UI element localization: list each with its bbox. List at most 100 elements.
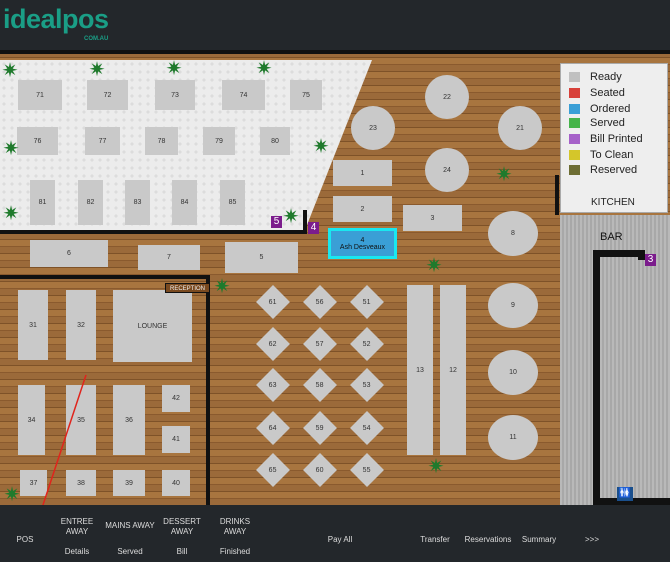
table-9[interactable]: 9 <box>488 283 538 328</box>
table-7[interactable]: 7 <box>138 245 200 270</box>
table-39[interactable]: 39 <box>113 470 145 496</box>
table-label: 83 <box>133 199 142 206</box>
table-label: 53 <box>363 381 371 389</box>
pos-button[interactable]: POS <box>16 535 34 544</box>
table-62[interactable]: 62 <box>256 327 290 361</box>
table-label: 35 <box>77 416 85 424</box>
table-72[interactable]: 72 <box>87 80 128 110</box>
table-32[interactable]: 32 <box>66 290 96 360</box>
table-5[interactable]: 5 <box>225 242 298 273</box>
table-75[interactable]: 75 <box>290 80 322 110</box>
table-label: 80 <box>271 137 279 145</box>
table-74[interactable]: 74 <box>222 80 265 110</box>
more-button[interactable]: >>> <box>584 535 599 544</box>
dessert-away-button[interactable]: DESSERT AWAY <box>163 517 201 536</box>
table-84[interactable]: 84 <box>172 180 197 225</box>
table-label: 37 <box>29 479 38 487</box>
table-76[interactable]: 76 <box>17 127 58 155</box>
table-78[interactable]: 78 <box>145 127 178 155</box>
table-label: 1 <box>360 169 365 177</box>
table-83[interactable]: 83 <box>125 180 150 225</box>
table-31[interactable]: 31 <box>18 290 48 360</box>
table-73[interactable]: 73 <box>155 80 195 110</box>
table-label: 84 <box>180 199 189 206</box>
table-57[interactable]: 57 <box>303 327 337 361</box>
table-52[interactable]: 52 <box>350 327 384 361</box>
legend-seated: Seated <box>569 87 625 99</box>
table-label: 5 <box>259 254 264 261</box>
swatch <box>569 165 580 175</box>
legend-served: Served <box>569 117 625 129</box>
table-36[interactable]: 36 <box>113 385 145 455</box>
table-38[interactable]: 38 <box>66 470 96 496</box>
swatch <box>569 104 580 114</box>
table-1[interactable]: 1 <box>333 160 392 186</box>
table-41[interactable]: 41 <box>162 426 190 453</box>
table-label: 23 <box>369 124 377 132</box>
table-label: 21 <box>516 124 524 132</box>
pay-all-button[interactable]: Pay All <box>327 535 353 544</box>
table-label: 4 <box>360 236 365 244</box>
table-2[interactable]: 2 <box>333 196 392 222</box>
table-77[interactable]: 77 <box>85 127 120 155</box>
table-24[interactable]: 24 <box>425 148 469 192</box>
table-label: 81 <box>38 199 47 206</box>
mains-away-button[interactable]: MAINS AWAY <box>105 521 155 530</box>
table-23[interactable]: 23 <box>351 106 395 150</box>
reservations-button[interactable]: Reservations <box>464 535 512 544</box>
table-label: 39 <box>125 479 133 487</box>
table-12[interactable]: 12 <box>440 285 466 455</box>
table-53[interactable]: 53 <box>350 368 384 402</box>
table-64[interactable]: 64 <box>256 411 290 445</box>
table-85[interactable]: 85 <box>220 180 245 225</box>
table-81[interactable]: 81 <box>30 180 55 225</box>
table-80[interactable]: 80 <box>260 127 290 155</box>
table-label: 51 <box>363 298 371 306</box>
table-label: 75 <box>302 91 310 99</box>
plant-icon: ✷ <box>255 58 273 80</box>
table-42[interactable]: 42 <box>162 385 190 412</box>
table-59[interactable]: 59 <box>303 411 337 445</box>
table-8[interactable]: 8 <box>488 211 538 256</box>
table-65[interactable]: 65 <box>256 453 290 487</box>
bar-counter <box>638 250 645 260</box>
table-37[interactable]: 37 <box>20 470 47 496</box>
summary-button[interactable]: Summary <box>521 535 557 544</box>
table-61[interactable]: 61 <box>256 285 290 319</box>
entree-away-button[interactable]: ENTREE AWAY <box>60 517 94 536</box>
table-3[interactable]: 3 <box>403 205 462 231</box>
table-lounge[interactable]: LOUNGE <box>113 290 192 362</box>
table-13[interactable]: 13 <box>407 285 433 455</box>
plant-icon: ✷ <box>2 138 20 160</box>
table-21[interactable]: 21 <box>498 106 542 150</box>
table-54[interactable]: 54 <box>350 411 384 445</box>
drinks-away-button[interactable]: DRINKS AWAY <box>219 517 251 536</box>
table-51[interactable]: 51 <box>350 285 384 319</box>
table-82[interactable]: 82 <box>78 180 103 225</box>
table-79[interactable]: 79 <box>203 127 235 155</box>
table-56[interactable]: 56 <box>303 285 337 319</box>
section-badge-4: 4 <box>308 222 319 234</box>
table-63[interactable]: 63 <box>256 368 290 402</box>
table-10[interactable]: 10 <box>488 350 538 395</box>
table-22[interactable]: 22 <box>425 75 469 119</box>
served-button[interactable]: Served <box>117 547 143 556</box>
bill-button[interactable]: Bill <box>176 547 188 556</box>
table-60[interactable]: 60 <box>303 453 337 487</box>
table-6[interactable]: 6 <box>30 240 108 267</box>
table-34[interactable]: 34 <box>18 385 45 455</box>
table-label: 13 <box>416 366 424 374</box>
details-button[interactable]: Details <box>64 547 90 556</box>
table-58[interactable]: 58 <box>303 368 337 402</box>
transfer-button[interactable]: Transfer <box>420 535 450 544</box>
table-71[interactable]: 71 <box>18 80 62 110</box>
table-55[interactable]: 55 <box>350 453 384 487</box>
swatch <box>569 118 580 128</box>
legend-bill-printed: Bill Printed <box>569 133 643 145</box>
table-40[interactable]: 40 <box>162 470 190 496</box>
section-badge-3: 3 <box>645 254 656 266</box>
finished-button[interactable]: Finished <box>219 547 251 556</box>
table-11[interactable]: 11 <box>488 415 538 460</box>
table-35[interactable]: 35 <box>66 385 96 455</box>
